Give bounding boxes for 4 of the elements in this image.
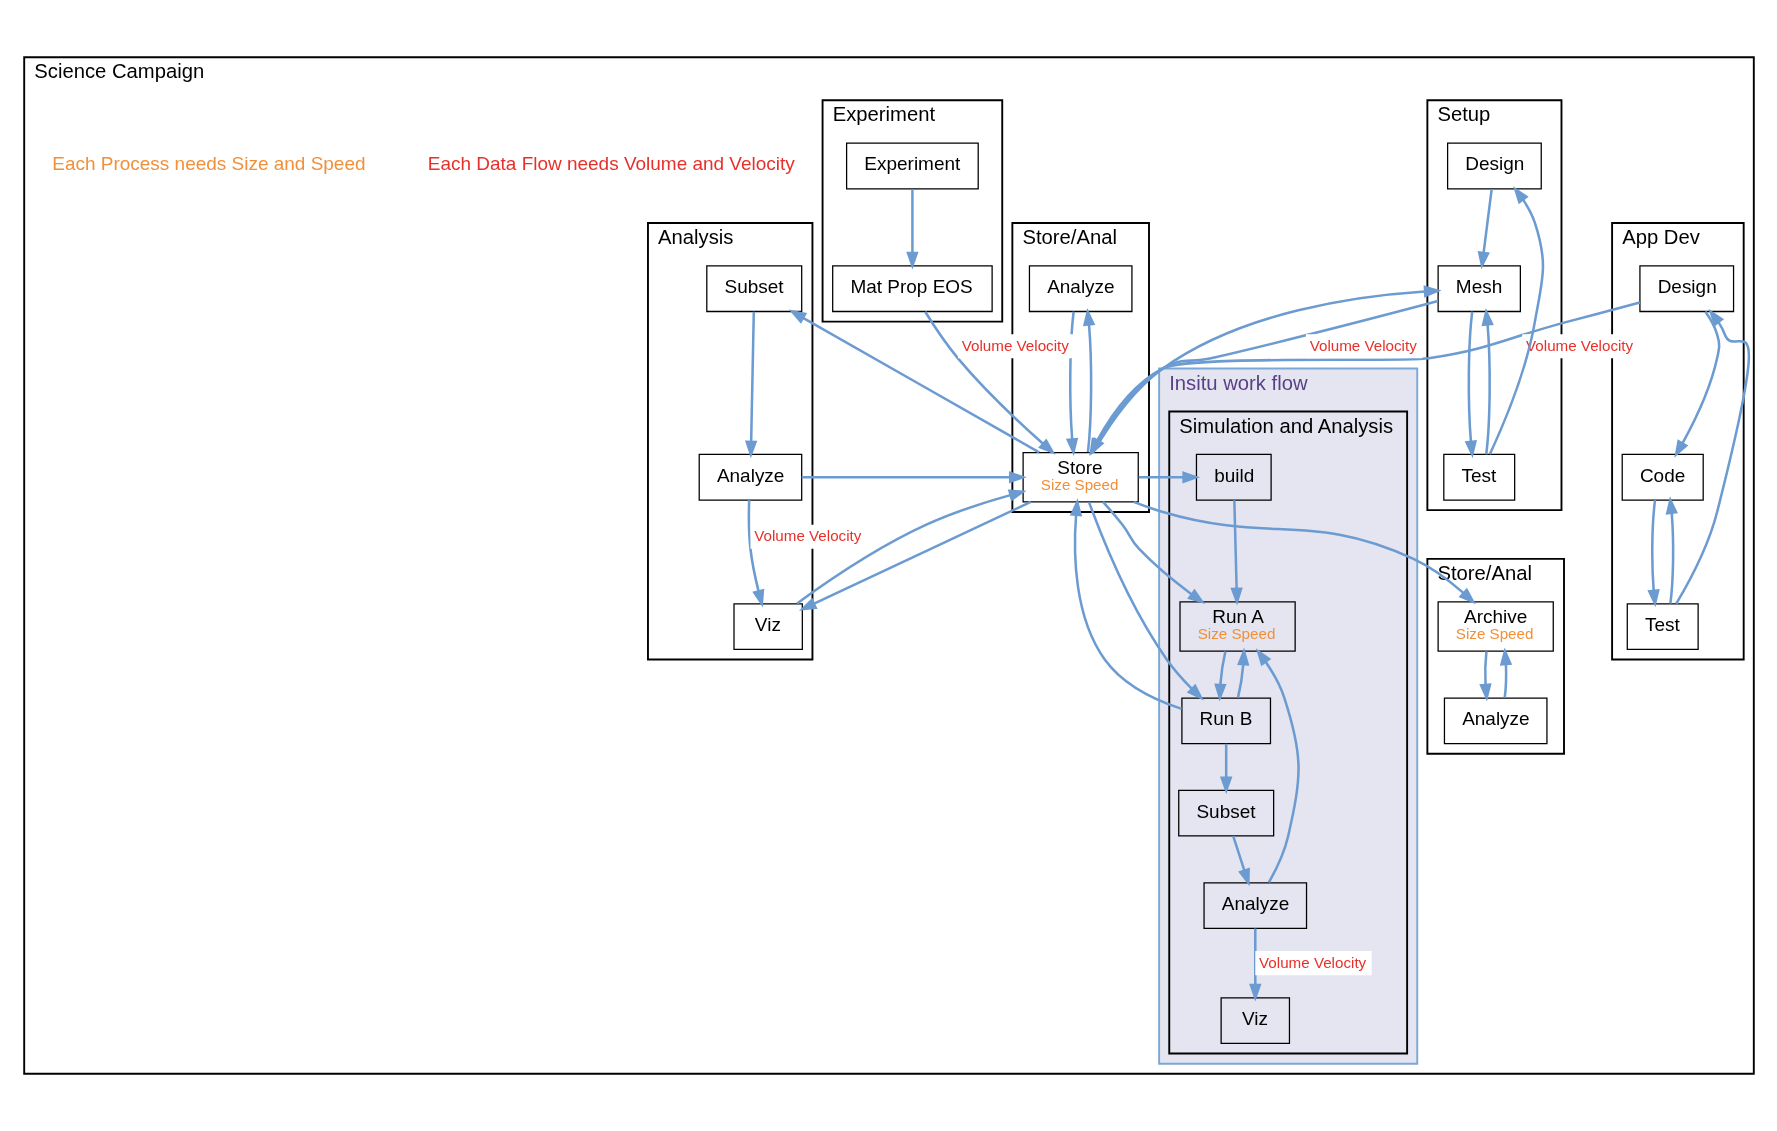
- label: Each Process needs Size and Speed: [51, 153, 366, 175]
- edge-label: Volume Velocity: [1309, 336, 1417, 354]
- label: Each Data Flow needs Volume and Velocity: [427, 153, 795, 175]
- edge-label: Volume Velocity: [1258, 953, 1366, 971]
